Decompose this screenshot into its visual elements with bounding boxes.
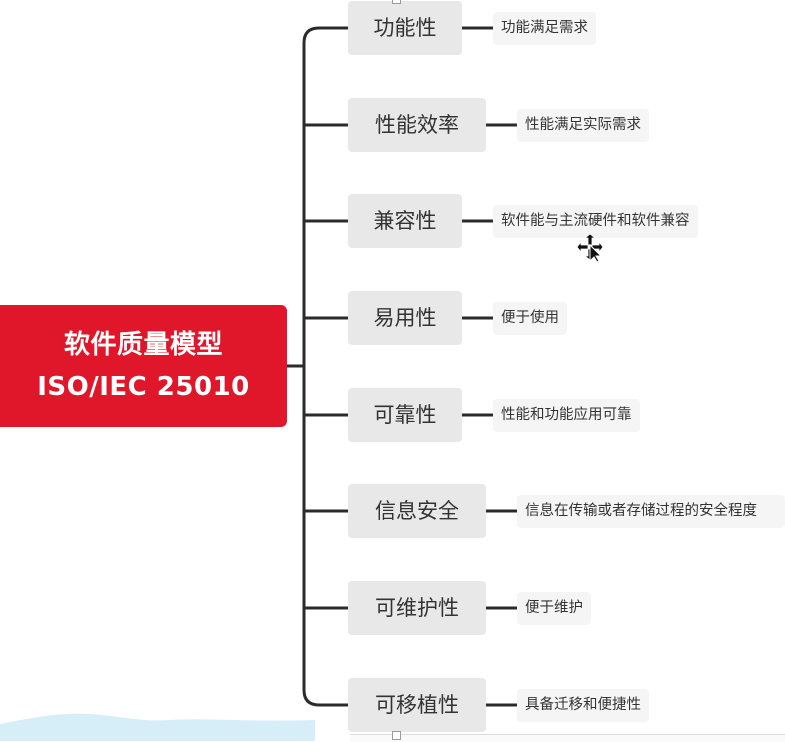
- bottom-scroll-strip: [350, 734, 785, 742]
- branch-topic-functionality[interactable]: 功能性: [348, 1, 462, 55]
- root-subtitle: ISO/IEC 25010: [37, 372, 250, 402]
- branch-topic-maintainability[interactable]: 可维护性: [348, 581, 486, 635]
- branch-topic-security[interactable]: 信息安全: [348, 484, 486, 538]
- leaf-topic-usability[interactable]: 便于使用: [493, 302, 567, 335]
- leaf-topic-security[interactable]: 信息在传输或者存储过程的安全程度: [517, 495, 785, 528]
- branch-topic-portability[interactable]: 可移植性: [348, 678, 486, 732]
- resize-handle-bottom[interactable]: [392, 731, 401, 740]
- branch-topic-reliability[interactable]: 可靠性: [348, 388, 462, 442]
- leaf-topic-reliability[interactable]: 性能和功能应用可靠: [493, 399, 640, 432]
- move-cursor-icon: [576, 233, 604, 262]
- leaf-topic-functionality[interactable]: 功能满足需求: [493, 12, 596, 45]
- branch-topic-compatibility[interactable]: 兼容性: [348, 194, 462, 248]
- resize-handle-top[interactable]: [392, 0, 401, 4]
- branch-topic-usability[interactable]: 易用性: [348, 291, 462, 345]
- bottom-selection-band: [0, 713, 315, 741]
- leaf-topic-maintainability[interactable]: 便于维护: [517, 592, 591, 625]
- trunk-line: [302, 26, 320, 707]
- root-title: 软件质量模型: [63, 330, 223, 360]
- leaf-topic-compatibility[interactable]: 软件能与主流硬件和软件兼容: [493, 205, 698, 238]
- leaf-topic-portability[interactable]: 具备迁移和便捷性: [517, 689, 649, 722]
- root-topic[interactable]: 软件质量模型 ISO/IEC 25010: [0, 305, 287, 427]
- leaf-topic-performance[interactable]: 性能满足实际需求: [517, 109, 649, 142]
- branch-topic-performance[interactable]: 性能效率: [348, 98, 486, 152]
